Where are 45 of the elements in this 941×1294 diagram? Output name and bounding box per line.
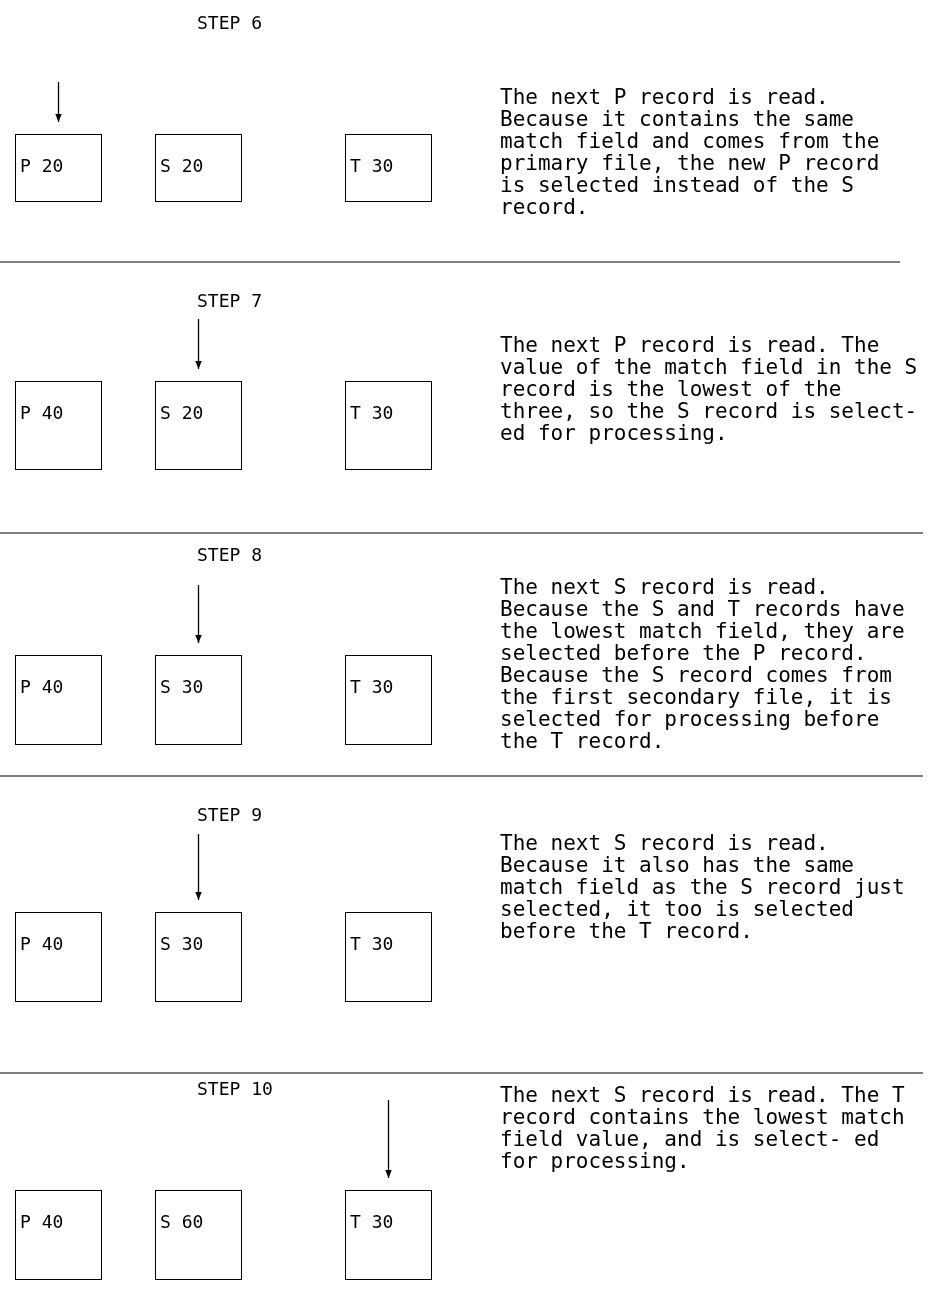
step-title: STEP 8 bbox=[197, 544, 263, 566]
record-box bbox=[15, 381, 102, 470]
record-box bbox=[155, 381, 242, 470]
record-key: P 40 bbox=[20, 1211, 101, 1233]
arrow bbox=[195, 318, 202, 370]
step-description: The next P record is read. Because it contains the same match field and comes from the primary file, the new P record is selected instead of the S record. bbox=[500, 86, 881, 218]
record-box bbox=[345, 381, 432, 470]
record-key: T 30 bbox=[350, 933, 431, 955]
arrow bbox=[55, 81, 62, 123]
step-title: STEP 7 bbox=[197, 290, 263, 312]
record-box bbox=[345, 655, 432, 745]
record-key: P 40 bbox=[20, 402, 101, 424]
step-description: The next P record is read. The value of the match field in the S record is the lowest of the three, so the S record is select- ed for processing. bbox=[500, 334, 919, 444]
record-key: T 30 bbox=[350, 402, 431, 424]
record-key: P 40 bbox=[20, 676, 101, 698]
record-box bbox=[155, 912, 242, 1002]
record-key: S 60 bbox=[160, 1211, 241, 1233]
arrow bbox=[195, 833, 202, 901]
record-key: P 20 bbox=[20, 155, 101, 177]
record-box bbox=[15, 134, 102, 202]
record-key: S 30 bbox=[160, 676, 241, 698]
step-title: STEP 9 bbox=[197, 804, 263, 826]
step-title: STEP 10 bbox=[197, 1078, 273, 1100]
step-description: The next S record is read. Because the S and T records have the lowest match field, they are selected before the P record. Because the S record comes from the first secondary file, it is selected for processing before the T record. bbox=[500, 576, 906, 752]
record-box bbox=[155, 134, 242, 202]
step-description: The next S record is read. The T record contains the lowest match field value, and is select- ed for processing. bbox=[500, 1084, 906, 1172]
record-key: T 30 bbox=[350, 676, 431, 698]
record-key: P 40 bbox=[20, 933, 101, 955]
record-box bbox=[15, 655, 102, 745]
record-key: T 30 bbox=[350, 155, 431, 177]
step-title: STEP 6 bbox=[197, 12, 263, 34]
record-key: S 20 bbox=[160, 402, 241, 424]
record-box bbox=[345, 1190, 432, 1280]
record-box bbox=[15, 1190, 102, 1280]
record-key: S 30 bbox=[160, 933, 241, 955]
record-box bbox=[345, 134, 432, 202]
record-box bbox=[345, 912, 432, 1002]
step-description: The next S record is read. Because it also has the same match field as the S record just selected, it too is selected before the T record. bbox=[500, 832, 906, 942]
record-box bbox=[155, 1190, 242, 1280]
arrow bbox=[385, 1099, 392, 1179]
record-box bbox=[155, 655, 242, 745]
arrow bbox=[195, 584, 202, 644]
record-box bbox=[15, 912, 102, 1002]
record-key: T 30 bbox=[350, 1211, 431, 1233]
record-key: S 20 bbox=[160, 155, 241, 177]
